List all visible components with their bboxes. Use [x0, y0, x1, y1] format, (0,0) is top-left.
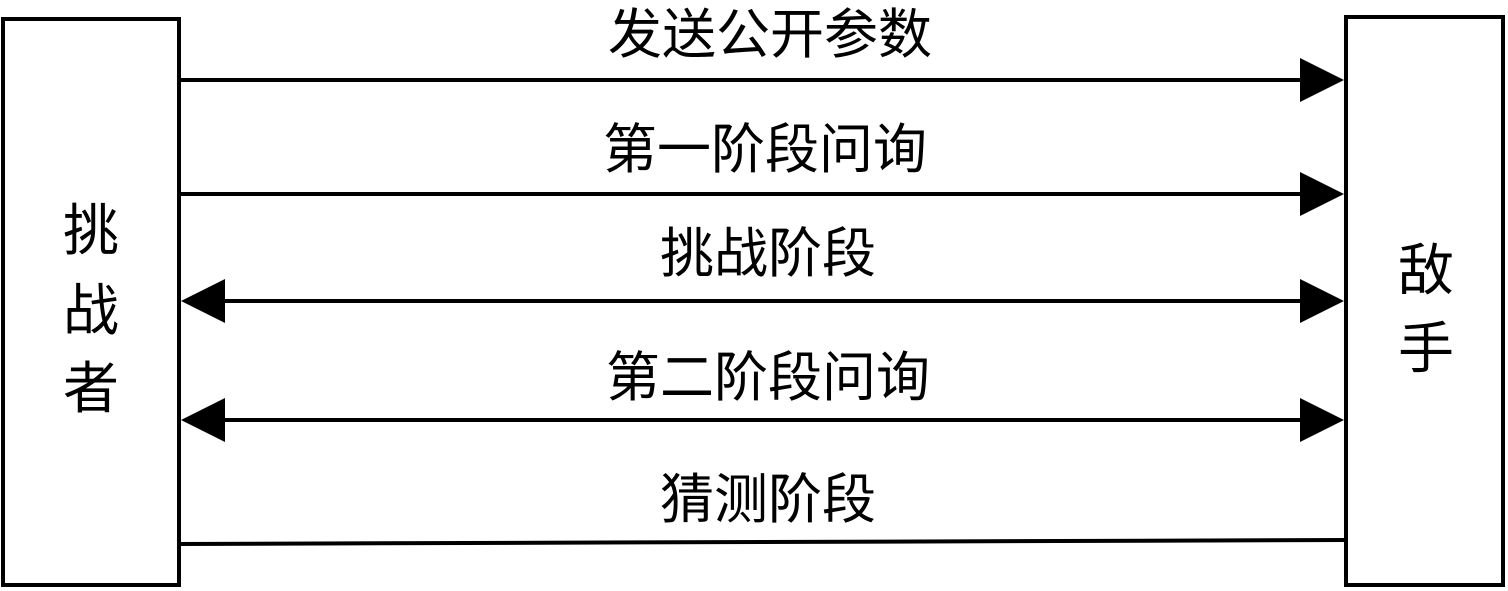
message-send-public-params: 发送公开参数: [179, 3, 1344, 102]
challenger-party: 挑 战 者: [1, 17, 181, 587]
message-line: [178, 538, 1347, 546]
adversary-party: 敌 手: [1344, 15, 1505, 587]
message-label: 挑战阶段: [660, 222, 876, 285]
arrowhead-right: [1300, 58, 1344, 102]
challenger-label-char-1: 挑: [63, 199, 119, 264]
arrowhead-left: [181, 279, 225, 323]
adversary-label-char-2: 手: [1398, 317, 1454, 382]
arrowhead-left: [181, 398, 225, 442]
message-label: 猜测阶段: [660, 468, 876, 531]
message-phase1-query: 第一阶段问询: [179, 118, 1344, 216]
arrowhead-right: [1300, 172, 1344, 216]
message-guess-phase: 猜测阶段: [178, 468, 1347, 546]
message-label: 发送公开参数: [608, 3, 932, 66]
arrowhead-right: [1300, 398, 1344, 442]
challenger-label-char-2: 战: [63, 279, 119, 344]
arrowhead-right: [1300, 279, 1344, 323]
message-challenge-phase: 挑战阶段: [181, 222, 1344, 323]
adversary-label-char-1: 敌: [1398, 239, 1454, 304]
adversary-box: [1344, 15, 1505, 587]
challenger-box: [1, 17, 181, 587]
message-label: 第一阶段问询: [603, 118, 927, 181]
message-label: 第二阶段问询: [606, 346, 930, 409]
message-phase2-query: 第二阶段问询: [181, 346, 1344, 442]
challenger-label-char-3: 者: [63, 357, 119, 422]
